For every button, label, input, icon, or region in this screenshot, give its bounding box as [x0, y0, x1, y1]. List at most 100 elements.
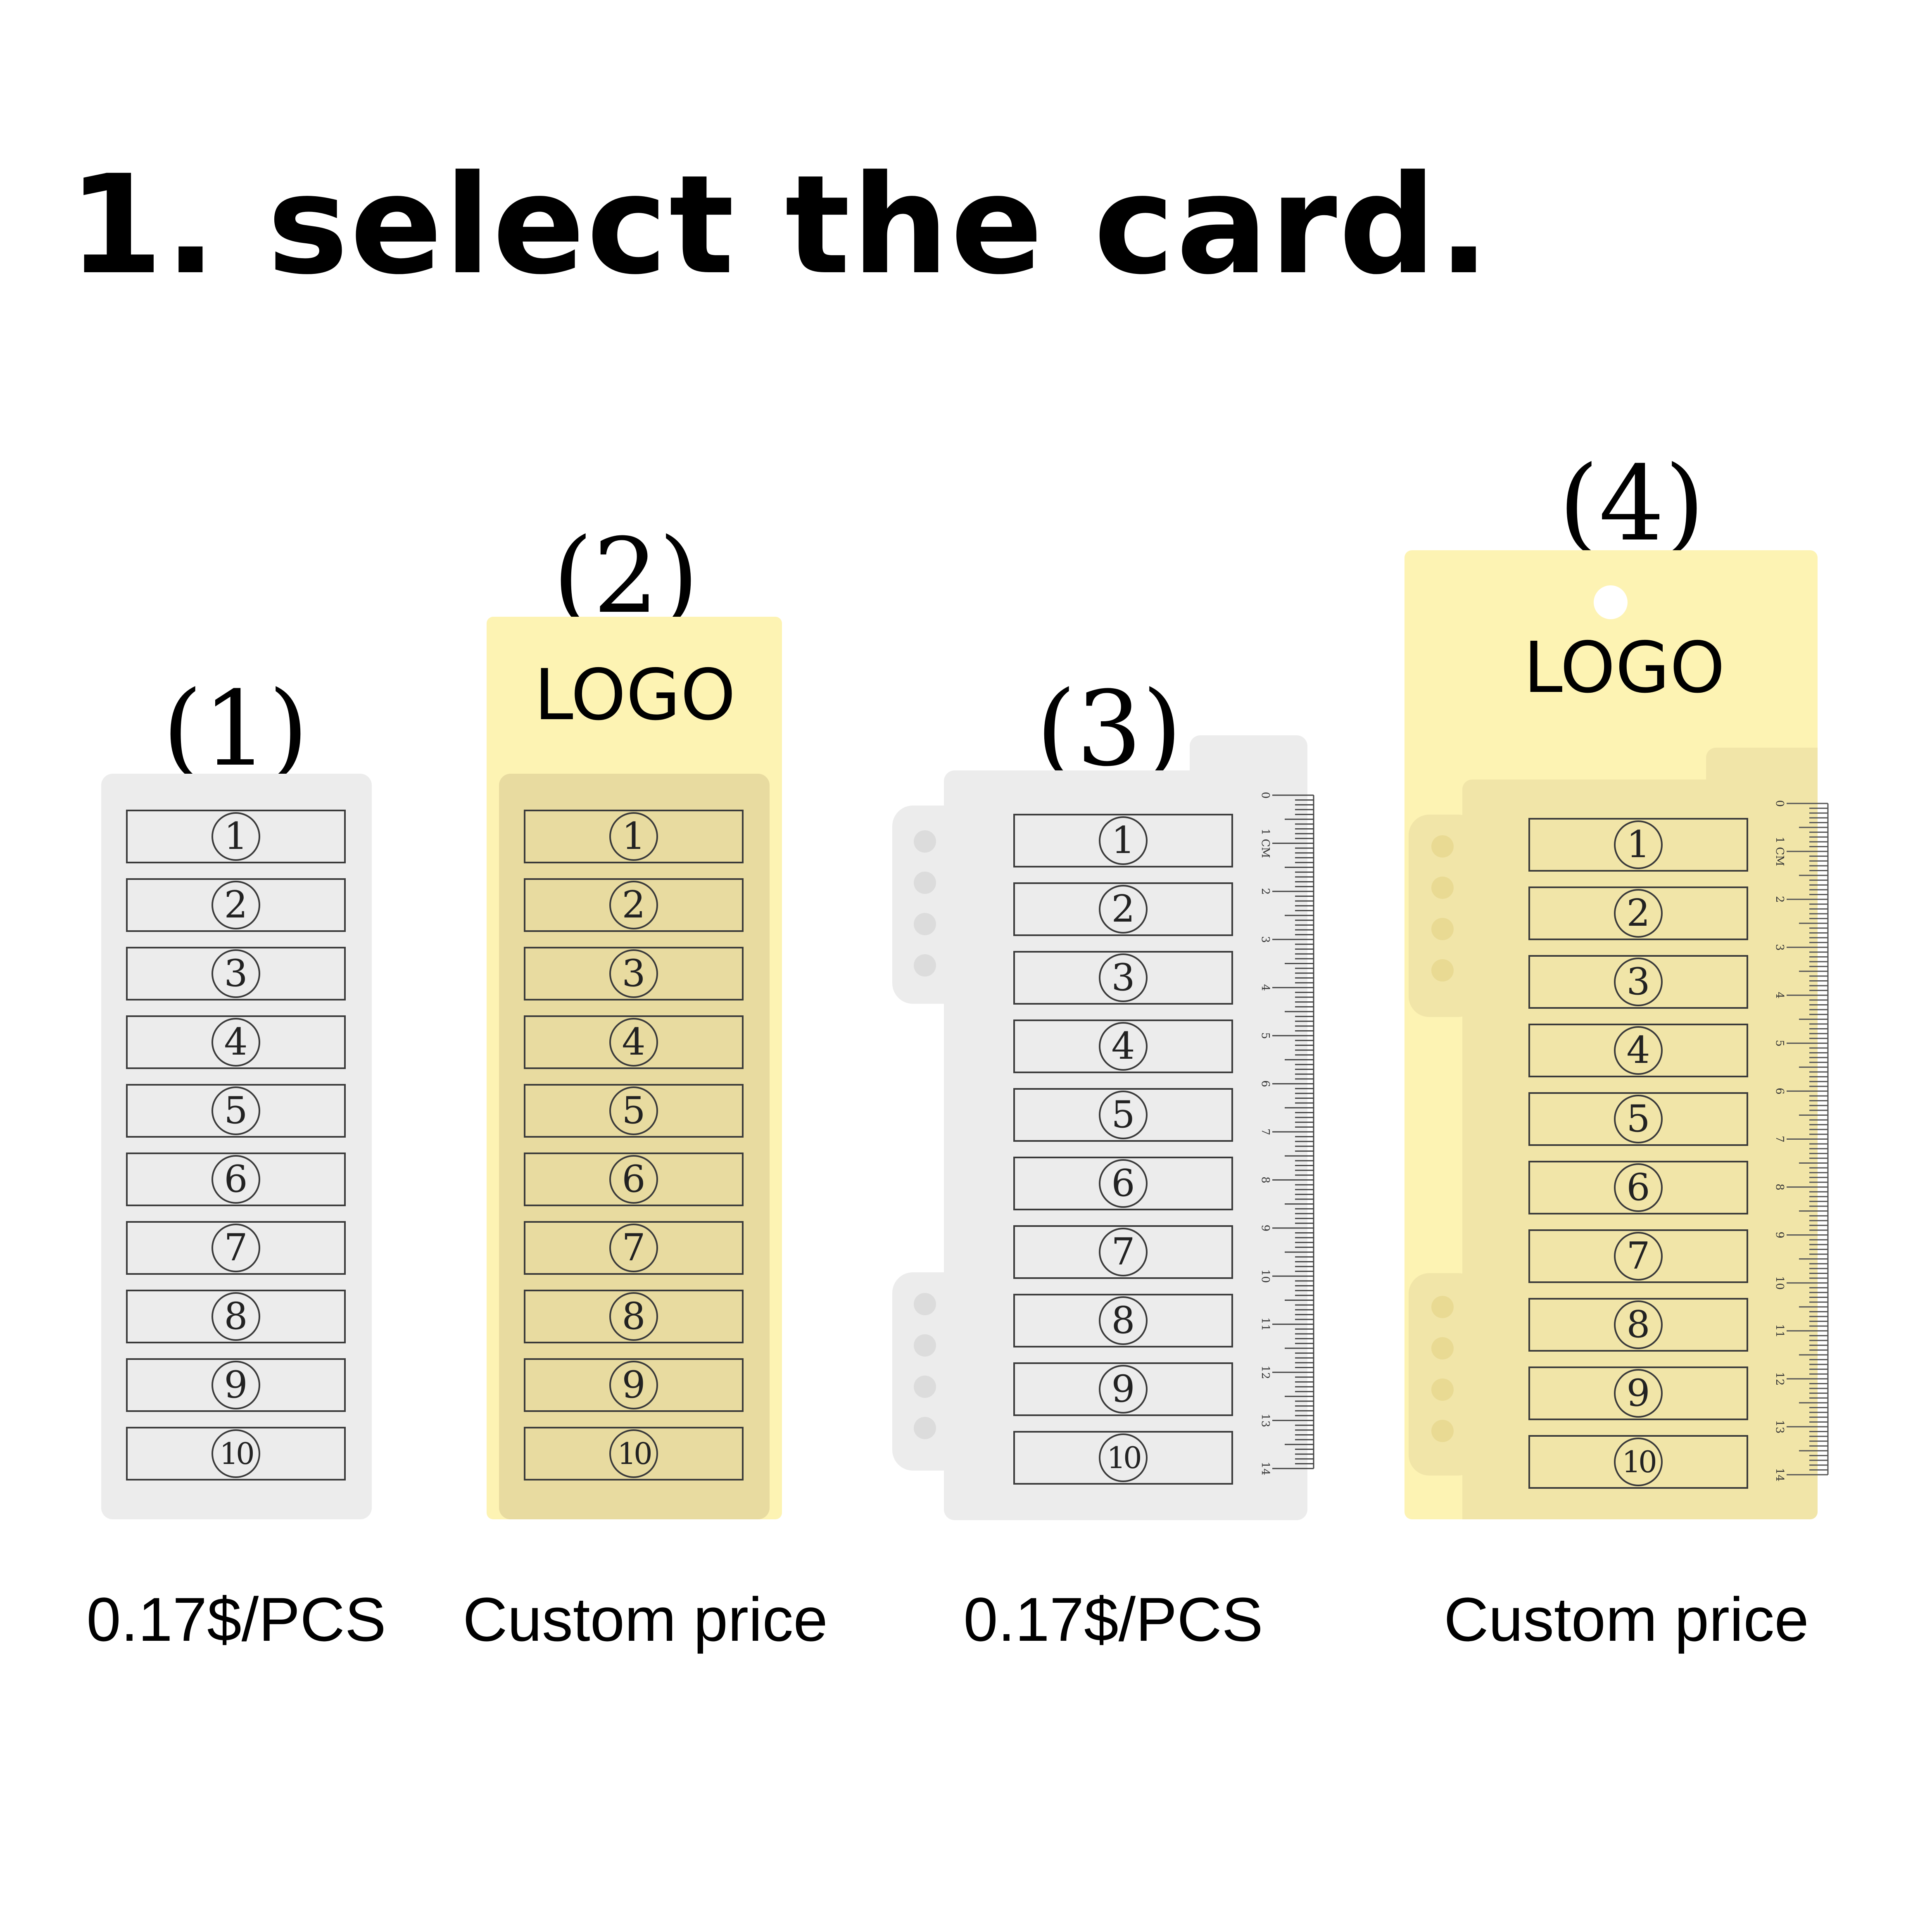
- card-4-price: Custom price: [1444, 1585, 1809, 1654]
- slot-number: 1: [1099, 816, 1148, 865]
- card-3-tab-notch: [914, 1293, 936, 1315]
- card-4-tab-notch: [1431, 877, 1454, 899]
- ruler-label: 7: [1259, 1129, 1271, 1136]
- slot-number: 10: [609, 1429, 658, 1478]
- card-4-tab-notch: [1431, 1420, 1454, 1442]
- card-3-slot-1: 1: [1013, 814, 1233, 867]
- ruler-label: 10: [1259, 1269, 1271, 1283]
- card-3-tab-notch: [914, 1334, 936, 1357]
- card-4-logo: LOGO: [1523, 627, 1725, 709]
- slot-number: 4: [1614, 1026, 1663, 1075]
- card-1-slot-5: 5: [126, 1084, 346, 1138]
- ruler-label: 1 CM: [1773, 836, 1786, 866]
- slot-number: 2: [609, 881, 658, 929]
- card-4-tab-notch: [1431, 1337, 1454, 1359]
- ruler-label: 3: [1773, 944, 1786, 951]
- card-1-slot-6: 6: [126, 1153, 346, 1206]
- slot-number: 9: [211, 1361, 260, 1409]
- card-4-tab-notch: [1431, 918, 1454, 940]
- card-4-tab-notch: [1431, 1296, 1454, 1318]
- card-2-number: (2): [552, 516, 699, 636]
- slot-number: 7: [1099, 1228, 1148, 1276]
- card-4-slot-5: 5: [1528, 1092, 1748, 1146]
- page-title: 1. select the card.: [68, 146, 1492, 304]
- card-3-price: 0.17$/PCS: [963, 1585, 1263, 1654]
- card-3-slot-2: 2: [1013, 882, 1233, 936]
- card-2-slot-1: 1: [524, 810, 744, 863]
- card-1-slot-3: 3: [126, 947, 346, 1000]
- card-1-price: 0.17$/PCS: [86, 1585, 386, 1654]
- slot-number: 6: [1099, 1159, 1148, 1208]
- ruler-label: 3: [1259, 936, 1271, 943]
- card-1-slot-10: 10: [126, 1427, 346, 1480]
- slot-number: 2: [1614, 889, 1663, 938]
- slot-number: 1: [609, 812, 658, 861]
- card-1-slot-7: 7: [126, 1221, 346, 1275]
- card-2-slot-3: 3: [524, 947, 744, 1000]
- card-3-slot-6: 6: [1013, 1157, 1233, 1210]
- ruler-label: 5: [1259, 1032, 1271, 1039]
- ruler-label: 0: [1773, 800, 1786, 807]
- ruler-label: 13: [1259, 1414, 1271, 1427]
- card-3-slot-5: 5: [1013, 1088, 1233, 1142]
- slot-number: 4: [1099, 1022, 1148, 1071]
- slot-number: 5: [1099, 1091, 1148, 1139]
- ruler-label: 10: [1773, 1276, 1786, 1290]
- card-4-slot-8: 8: [1528, 1298, 1748, 1352]
- slot-number: 6: [211, 1155, 260, 1204]
- slot-number: 1: [211, 812, 260, 861]
- card-2-slot-9: 9: [524, 1358, 744, 1412]
- slot-number: 1: [1614, 820, 1663, 869]
- slot-number: 4: [609, 1018, 658, 1067]
- card-4-top-tab: [1706, 748, 1818, 797]
- slot-number: 2: [1099, 885, 1148, 934]
- card-3-tab-notch: [914, 872, 936, 894]
- ruler-label: 7: [1773, 1136, 1786, 1143]
- card-3-slot-3: 3: [1013, 951, 1233, 1005]
- ruler-label: 9: [1259, 1225, 1271, 1232]
- ruler-label: 4: [1259, 984, 1271, 991]
- card-3-tab-notch: [914, 954, 936, 977]
- card-4-slot-3: 3: [1528, 955, 1748, 1009]
- ruler-label: 1 CM: [1259, 829, 1271, 858]
- card-2-slot-8: 8: [524, 1290, 744, 1343]
- card-4-tab-notch: [1431, 835, 1454, 858]
- ruler-label: 9: [1773, 1231, 1786, 1238]
- card-3-slot-10: 10: [1013, 1431, 1233, 1485]
- slot-number: 5: [609, 1086, 658, 1135]
- slot-number: 7: [1614, 1232, 1663, 1281]
- card-3-tab-notch: [914, 913, 936, 935]
- slot-number: 9: [1099, 1365, 1148, 1414]
- slot-number: 5: [211, 1086, 260, 1135]
- card-3-number: (3): [1036, 669, 1183, 789]
- ruler-label: 6: [1259, 1080, 1271, 1087]
- slot-number: 10: [1614, 1438, 1663, 1486]
- slot-number: 8: [211, 1292, 260, 1341]
- ruler-label: 11: [1773, 1324, 1786, 1338]
- slot-number: 6: [1614, 1163, 1663, 1212]
- card-1-number: (1): [162, 669, 309, 789]
- card-2-slot-2: 2: [524, 878, 744, 932]
- slot-number: 3: [609, 949, 658, 998]
- slot-number: 10: [1099, 1433, 1148, 1482]
- slot-number: 8: [609, 1292, 658, 1341]
- card-3-tab-notch: [914, 830, 936, 853]
- ruler-label: 12: [1259, 1366, 1271, 1379]
- card-1-slot-2: 2: [126, 878, 346, 932]
- card-3-slot-4: 4: [1013, 1019, 1233, 1073]
- ruler-label: 5: [1773, 1040, 1786, 1047]
- ruler-label: 12: [1773, 1372, 1786, 1385]
- ruler-label: 2: [1773, 896, 1786, 903]
- card-1-slot-9: 9: [126, 1358, 346, 1412]
- slot-number: 9: [1614, 1369, 1663, 1418]
- slot-number: 9: [609, 1361, 658, 1409]
- card-2-slot-6: 6: [524, 1153, 744, 1206]
- card-4-slot-1: 1: [1528, 818, 1748, 872]
- ruler-label: 13: [1773, 1420, 1786, 1433]
- card-3-tab-notch: [914, 1376, 936, 1398]
- card-4-slot-7: 7: [1528, 1229, 1748, 1283]
- card-4-slot-4: 4: [1528, 1024, 1748, 1077]
- card-2-slot-5: 5: [524, 1084, 744, 1138]
- slot-number: 3: [1614, 958, 1663, 1006]
